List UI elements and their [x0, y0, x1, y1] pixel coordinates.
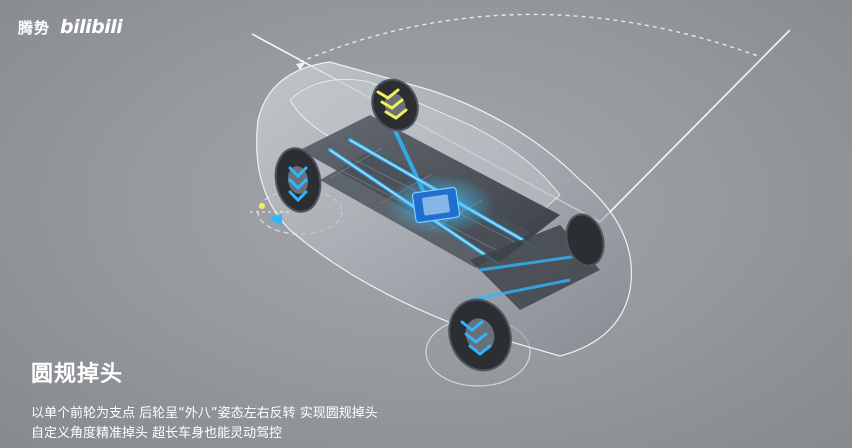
- tire-direction-arrows: [288, 88, 492, 356]
- bilibili-logo-icon: bilibili: [60, 16, 123, 38]
- caption: 圆规掉头 以单个前轮为支点 后轮呈“外八”姿态左右反转 实现圆规掉头 自定义角度…: [31, 356, 378, 444]
- caption-title: 圆规掉头: [31, 362, 124, 387]
- chip-icon: [411, 186, 461, 224]
- wheel-rear-left: [565, 213, 605, 267]
- guide-line-right: [599, 29, 791, 223]
- caption-line-2: 自定义角度精准掉头 超长车身也能灵动驾控: [31, 426, 283, 441]
- brand-watermark: 腾势 bilibili: [18, 16, 123, 38]
- brand-text: 腾势: [18, 18, 51, 37]
- caption-line-1: 以单个前轮为支点 后轮呈“外八”姿态左右反转 实现圆规掉头: [31, 406, 378, 421]
- wheel-front-right: [274, 147, 322, 213]
- rotation-arc: [299, 13, 759, 63]
- pivot-marker: [250, 203, 292, 226]
- wheel-rear-right: [448, 298, 512, 372]
